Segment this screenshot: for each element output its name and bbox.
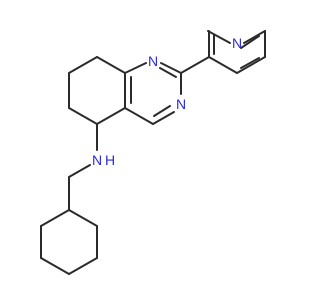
chemical-structure-diagram: N N N N H (40, 30, 266, 275)
pyrimidine-n3-label: N (176, 96, 186, 112)
bond-pyrimidine-c4-c4a (124, 107, 154, 125)
bond-pyridine-inner-3 (240, 57, 260, 69)
bonds (40, 30, 266, 275)
bond-biaryl-link (180, 56, 210, 74)
pyrimidine-n1-label: N (148, 53, 158, 69)
bond-pyridine-c4-c3 (208, 56, 238, 74)
atom-labels: N N N N H (92, 35, 242, 168)
bond-pyridine-n-c2 (207, 30, 231, 44)
bond-pyridine-inner-2 (240, 35, 260, 49)
bond-pyridine-c5-c4 (236, 56, 266, 74)
bond-amine-n-ch2 (68, 164, 91, 178)
bond-cyclohexyl-1 (68, 209, 98, 227)
bond-ring-c5-c4a (96, 107, 126, 125)
bond-ring-c8a-c8 (96, 56, 126, 74)
amine-nitrogen-label: N (92, 152, 102, 168)
bond-pyrimidine-n1-c8a (124, 62, 147, 74)
bond-pyrimidine-n3-c4 (152, 111, 175, 125)
bond-pyridine-n-c6 (243, 30, 266, 44)
bond-cyclohexyl-6 (40, 209, 70, 227)
amine-hydrogen-label: H (105, 152, 115, 168)
bond-pyrimidine-inner-c2-n1 (159, 67, 177, 78)
bond-cyclohexyl-3 (68, 257, 98, 275)
bond-cyclohexyl-4 (40, 257, 70, 275)
bond-ring-c6-c5 (68, 107, 98, 125)
bond-pyrimidine-c2-n1 (160, 62, 182, 74)
bond-ring-c8-c7 (68, 56, 98, 74)
bond-pyrimidine-inner-n3-c4 (153, 105, 171, 117)
pyridine-nitrogen-label: N (232, 35, 242, 51)
